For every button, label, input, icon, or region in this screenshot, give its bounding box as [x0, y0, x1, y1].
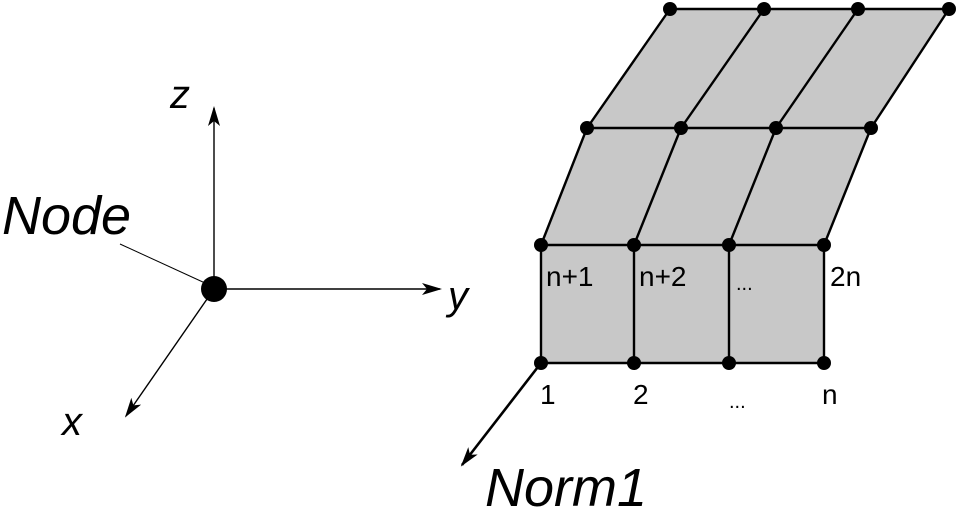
node-number-label: n+1	[546, 261, 594, 292]
mesh-line	[822, 127, 873, 246]
mesh-node	[769, 121, 783, 135]
panel-middle	[541, 128, 871, 245]
mesh-line	[869, 8, 951, 129]
normal-vector-label: Norm1	[485, 458, 647, 508]
x-axis	[124, 288, 215, 418]
node-label: Node	[2, 186, 131, 246]
mesh-node	[627, 356, 641, 370]
coordinate-system: z y x Node	[2, 73, 471, 444]
mesh-node	[864, 121, 878, 135]
mesh-node	[627, 238, 641, 252]
origin-node	[201, 276, 227, 302]
node-number-label: n+2	[639, 261, 687, 292]
node-number-label: ...	[729, 391, 746, 413]
mesh-node	[851, 2, 865, 16]
node-number-label: 2	[633, 379, 649, 410]
mesh-node	[942, 2, 956, 16]
shell-mesh: n+1 n+2 ... 2n 1 2 ... n Norm1	[460, 2, 956, 513]
z-axis-label: z	[169, 73, 190, 117]
mesh-node	[722, 238, 736, 252]
mesh-node	[817, 238, 831, 252]
mesh-node	[817, 356, 831, 370]
node-number-label: 2n	[830, 261, 861, 292]
mesh-line	[632, 127, 683, 246]
y-axis-label: y	[445, 274, 471, 318]
panel-upper	[587, 9, 949, 128]
mesh-node	[722, 356, 736, 370]
panel-front	[541, 245, 824, 363]
node-number-label: ...	[736, 273, 753, 295]
mesh-line	[727, 127, 778, 246]
mesh-node	[674, 121, 688, 135]
mesh-line	[680, 8, 765, 129]
node-number-label: 1	[540, 379, 556, 410]
node-number-label: n	[822, 379, 838, 410]
mesh-node	[663, 2, 677, 16]
x-axis-label: x	[60, 400, 84, 444]
mesh-node	[580, 121, 594, 135]
mesh-line	[539, 127, 589, 246]
mesh-line	[586, 8, 671, 129]
node-leader-line	[119, 243, 206, 284]
normal-vector-arrow	[460, 362, 543, 467]
mesh-line	[775, 8, 859, 129]
mesh-node	[757, 2, 771, 16]
mesh-node	[534, 238, 548, 252]
